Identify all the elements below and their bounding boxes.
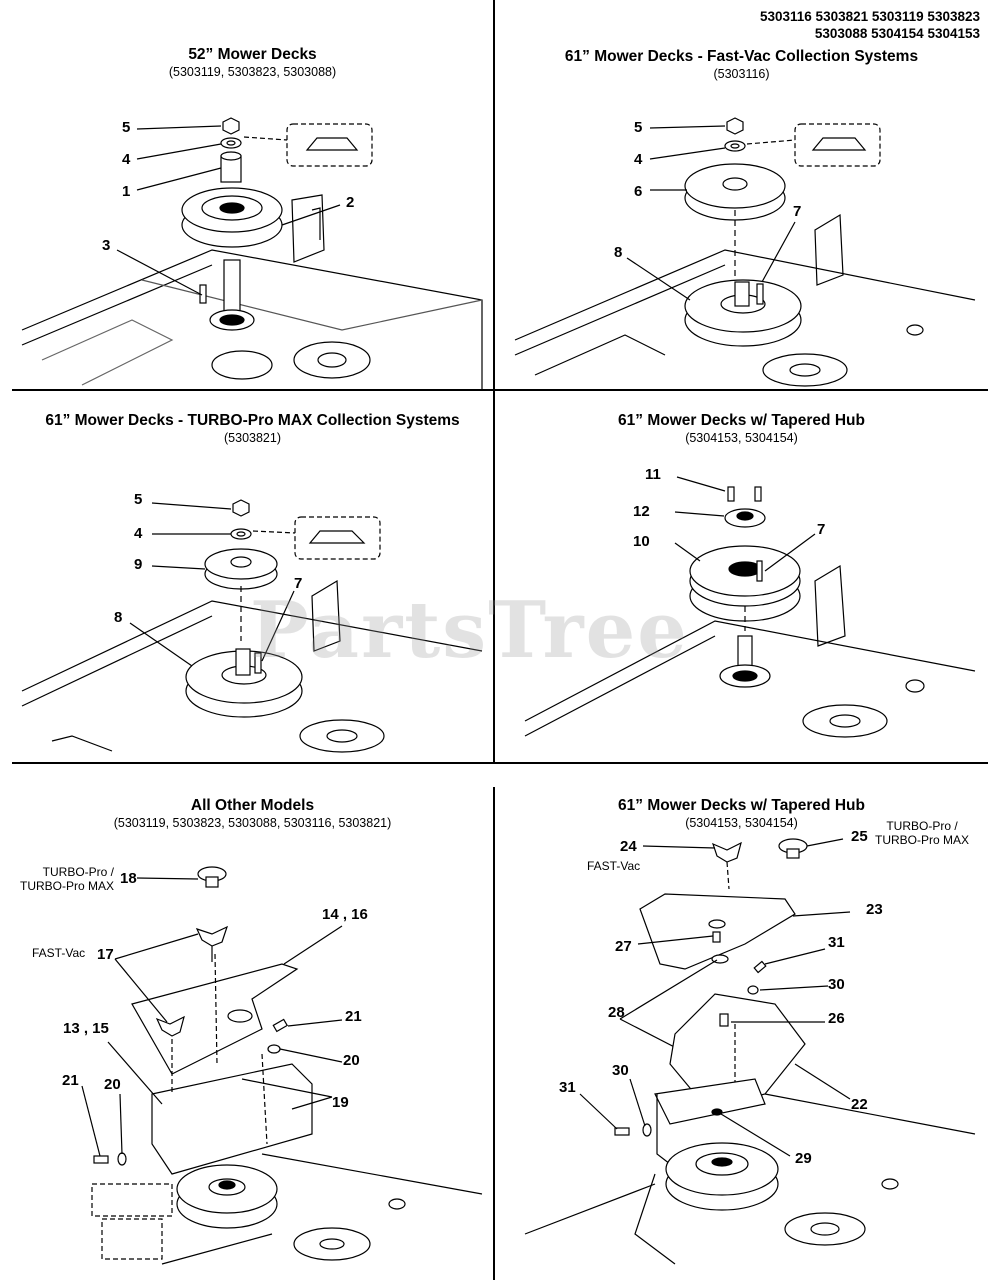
- vertical-divider-bottom: [493, 787, 495, 1280]
- callout-28: 28: [608, 1004, 625, 1021]
- panel-subtitle: (5304153, 5304154): [685, 431, 798, 445]
- diagram-61-tapered-hub-pulley: [524, 476, 976, 738]
- callout-22: 22: [851, 1096, 868, 1113]
- panel-title: 61” Mower Decks w/ Tapered Hub: [618, 412, 865, 429]
- note-turbo-pro: TURBO-Pro / TURBO-Pro MAX: [19, 865, 114, 893]
- callout-5: 5: [634, 119, 643, 136]
- callout-3: 3: [102, 237, 111, 254]
- diagram-52-deck: [21, 117, 483, 389]
- callout-26: 26: [828, 1010, 845, 1027]
- callout-5: 5: [134, 491, 143, 508]
- callout-2: 2: [346, 194, 355, 211]
- horizontal-divider-1: [12, 389, 988, 391]
- callout-14-16: 14 , 16: [322, 906, 368, 923]
- model-numbers-line2: 5303088 5304154 5304153: [814, 26, 980, 41]
- callout-8: 8: [114, 609, 123, 626]
- washer-part-4: [220, 137, 242, 149]
- panel-subtitle: (5303821): [224, 431, 281, 445]
- callout-18: 18: [120, 870, 137, 887]
- bolt-part-21: [272, 1018, 289, 1033]
- callout-20-left: 20: [104, 1076, 121, 1093]
- bolt-part-11: [727, 486, 735, 502]
- vertical-divider-top: [493, 0, 495, 762]
- callout-27: 27: [615, 938, 632, 955]
- callout-7: 7: [793, 203, 802, 220]
- callout-13-15: 13 , 15: [63, 1020, 109, 1037]
- callout-21: 21: [345, 1008, 362, 1025]
- washer-part-4: [230, 528, 252, 540]
- callout-29: 29: [795, 1150, 812, 1167]
- diagram-chute-mount-all-models: [81, 866, 483, 1265]
- callout-30-left: 30: [612, 1062, 629, 1079]
- callout-25: 25: [851, 828, 868, 845]
- panel-52-mower-decks: 52” Mower Decks (5303119, 5303823, 53030…: [12, 0, 493, 389]
- nut-part-5: [232, 499, 250, 517]
- callout-31-left: 31: [559, 1079, 576, 1096]
- horizontal-divider-2: [12, 762, 988, 764]
- callout-24: 24: [620, 838, 637, 855]
- panel-subtitle: (5303119, 5303823, 5303088): [168, 65, 337, 79]
- model-numbers-line1: 5303116 5303821 5303119 5303823: [760, 9, 980, 24]
- knob-part-17: [195, 925, 229, 947]
- panel-61-tapered-hub-chute: 61” Mower Decks w/ Tapered Hub (5304153,…: [495, 764, 988, 1280]
- panel-all-other-models: All Other Models (5303119, 5303823, 5303…: [12, 764, 493, 1280]
- callout-21-left: 21: [62, 1072, 79, 1089]
- washer-part-4: [724, 140, 746, 152]
- callout-8: 8: [614, 244, 623, 261]
- panel-61-tapered-hub-pulley: 61” Mower Decks w/ Tapered Hub (5304153,…: [495, 391, 988, 762]
- diagram-61-turbo-pro-max: [21, 499, 483, 753]
- panel-subtitle: (5303116): [713, 67, 770, 81]
- callout-20: 20: [343, 1052, 360, 1069]
- callout-7: 7: [294, 575, 303, 592]
- callout-17: 17: [97, 946, 114, 963]
- callout-5: 5: [122, 119, 131, 136]
- partstree-watermark: PartsTree: [250, 585, 689, 676]
- callout-31: 31: [828, 934, 845, 951]
- callout-4: 4: [122, 151, 131, 168]
- panel-subtitle: (5304153, 5304154): [685, 816, 798, 830]
- panel-title: 61” Mower Decks w/ Tapered Hub: [618, 797, 865, 814]
- note-turbo-pro: TURBO-Pro / TURBO-Pro MAX: [874, 819, 969, 847]
- knob-part-24: [712, 841, 742, 863]
- callout-9: 9: [134, 556, 143, 573]
- panel-61-turbo-pro-max: 61” Mower Decks - TURBO-Pro MAX Collecti…: [12, 391, 493, 762]
- nut-part-5: [222, 117, 240, 135]
- panel-subtitle: (5303119, 5303823, 5303088, 5303116, 530…: [113, 816, 392, 830]
- callout-1: 1: [122, 183, 131, 200]
- bracket-part-13-15: [151, 1063, 313, 1175]
- diagram-61-fast-vac: [514, 117, 976, 387]
- callout-10: 10: [633, 533, 650, 550]
- panel-title: 61” Mower Decks - TURBO-Pro MAX Collecti…: [45, 412, 460, 429]
- callout-6: 6: [634, 183, 643, 200]
- callout-30: 30: [828, 976, 845, 993]
- callout-4: 4: [634, 151, 643, 168]
- callout-23: 23: [866, 901, 883, 918]
- callout-12: 12: [633, 503, 650, 520]
- washer-part-20: [267, 1044, 281, 1054]
- panel-title: 61” Mower Decks - Fast-Vac Collection Sy…: [564, 48, 919, 65]
- panel-61-fast-vac: 61” Mower Decks - Fast-Vac Collection Sy…: [495, 0, 988, 389]
- note-fast-vac: FAST-Vac: [32, 946, 86, 960]
- callout-4: 4: [134, 525, 143, 542]
- nut-part-5: [726, 117, 744, 135]
- model-numbers: 5303116 5303821 5303119 5303823 5303088 …: [760, 8, 980, 42]
- diagram-chute-mount-tapered-hub: [524, 838, 976, 1265]
- panel-title: 52” Mower Decks: [188, 46, 317, 63]
- note-fast-vac: FAST-Vac: [587, 859, 641, 873]
- callout-7: 7: [817, 521, 826, 538]
- callout-11: 11: [645, 466, 661, 483]
- callout-19: 19: [332, 1094, 349, 1111]
- panel-title: All Other Models: [190, 797, 315, 814]
